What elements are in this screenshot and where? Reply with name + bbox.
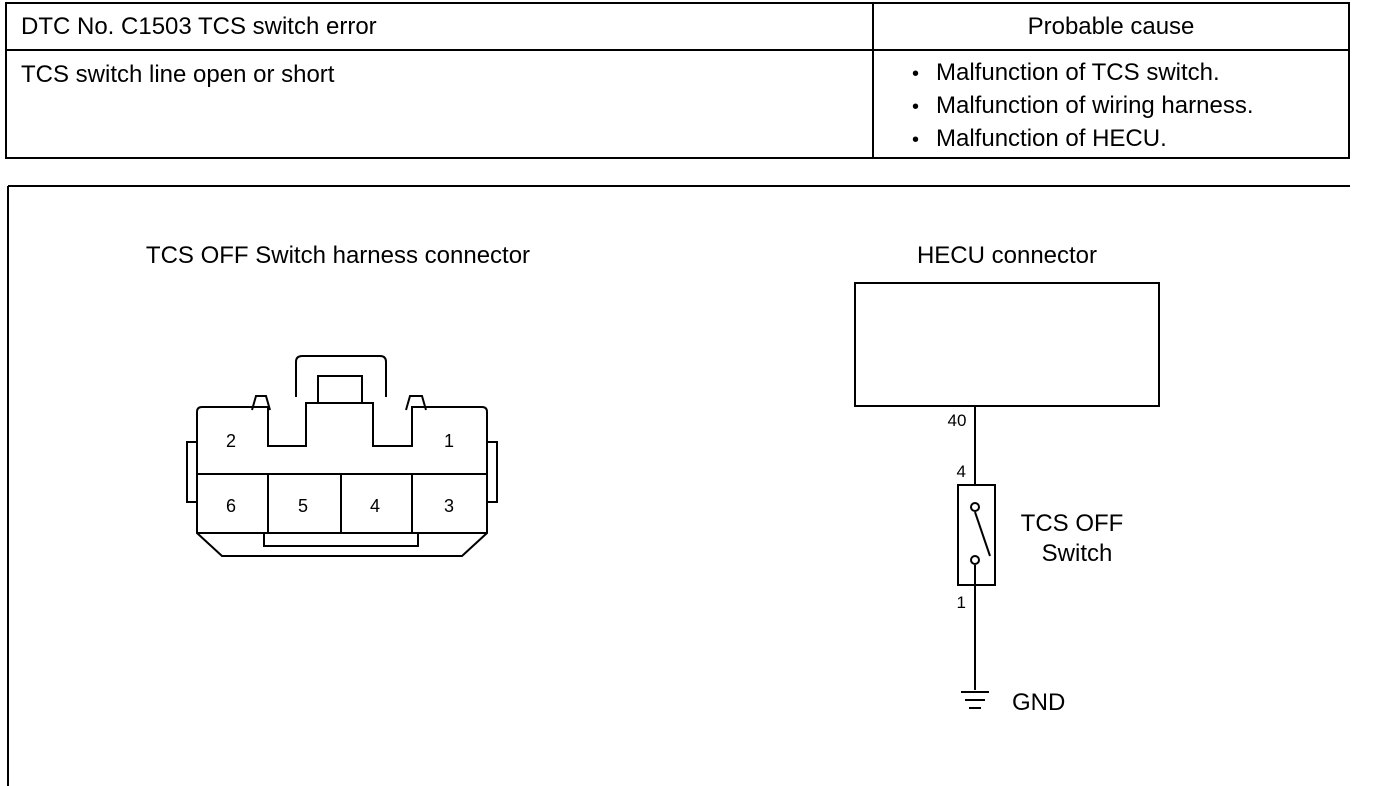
- pin-label: 5: [298, 496, 308, 516]
- list-item: • Malfunction of HECU.: [912, 123, 1348, 156]
- pin-label: 3: [444, 496, 454, 516]
- connector-hook-right: [405, 395, 427, 411]
- connector-body: [196, 402, 488, 557]
- bullet-icon: •: [912, 63, 920, 85]
- connector-ear-left: [186, 441, 198, 503]
- bullet-icon: •: [912, 129, 920, 151]
- pin-label: 6: [226, 496, 236, 516]
- dtc-table: DTC No. C1503 TCS switch error Probable …: [5, 2, 1350, 159]
- switch-body: [957, 484, 996, 586]
- switch-label-line1: TCS OFF: [1021, 510, 1124, 537]
- connector-key: [263, 533, 419, 547]
- connector-latch: [295, 355, 387, 397]
- harness-connector-title: TCS OFF Switch harness connector: [146, 242, 530, 269]
- cause-list: • Malfunction of TCS switch. • Malfunction…: [912, 57, 1348, 156]
- hecu-box: [854, 282, 1160, 407]
- switch-contact-bottom: [970, 555, 980, 565]
- circuit-wiring: [957, 406, 996, 690]
- ground-icon: [961, 691, 989, 709]
- hecu-pin-label: 40: [948, 411, 967, 430]
- ground-label: GND: [1012, 689, 1065, 716]
- dtc-condition-cell: TCS switch line open or short: [5, 49, 874, 159]
- pin-label: 2: [226, 431, 236, 451]
- cause-text: Malfunction of wiring harness.: [936, 92, 1254, 119]
- bullet-icon: •: [912, 96, 920, 118]
- dtc-title-cell: DTC No. C1503 TCS switch error: [5, 2, 874, 51]
- pin-label: 4: [370, 496, 380, 516]
- connector-hook-left: [251, 395, 271, 411]
- probable-cause-header: Probable cause: [872, 2, 1350, 51]
- table-body-row: TCS switch line open or short • Malfuncti…: [5, 49, 1350, 159]
- connector-ear-right: [486, 441, 498, 503]
- pin-label: 1: [444, 431, 454, 451]
- table-header-row: DTC No. C1503 TCS switch error Probable …: [5, 2, 1350, 51]
- switch-contact-top: [970, 502, 980, 512]
- list-item: • Malfunction of wiring harness.: [912, 90, 1348, 123]
- switch-blade: [974, 511, 991, 557]
- cause-text: Malfunction of TCS switch.: [936, 59, 1220, 86]
- harness-connector-drawing: [186, 355, 498, 557]
- probable-cause-cell: • Malfunction of TCS switch. • Malfunction…: [872, 49, 1350, 159]
- list-item: • Malfunction of TCS switch.: [912, 57, 1348, 90]
- cause-text: Malfunction of HECU.: [936, 125, 1167, 152]
- hecu-connector-title: HECU connector: [917, 242, 1097, 269]
- latch-window: [317, 375, 363, 404]
- switch-pin-bottom-label: 1: [957, 593, 966, 612]
- switch-pin-top-label: 4: [957, 462, 966, 481]
- switch-label-line2: Switch: [1042, 540, 1113, 567]
